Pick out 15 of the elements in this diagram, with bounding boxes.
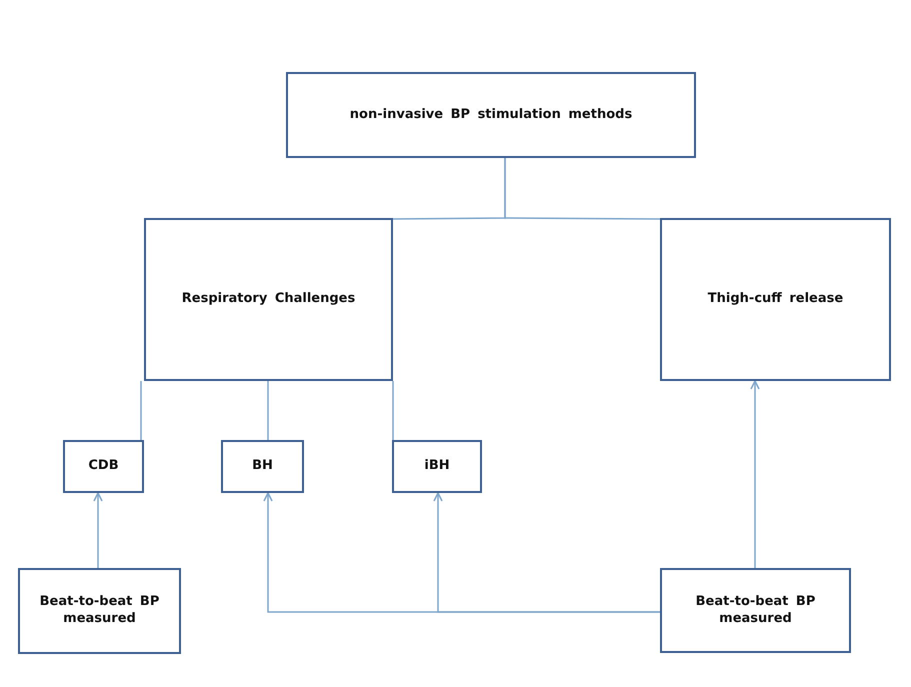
process-box: Beat-to-beat BP measured [660, 568, 851, 653]
arrow [93, 492, 103, 568]
process-box: non-invasive BP stimulation methods [286, 72, 696, 158]
connector-line [267, 381, 269, 440]
process-box: Thigh-cuff release [660, 218, 891, 381]
arrow [433, 492, 660, 613]
process-box: Beat-to-beat BP measured [18, 568, 181, 654]
arrow [750, 380, 760, 568]
process-box: Respiratory Challenges [144, 218, 393, 381]
connector-line [504, 158, 660, 220]
connector-line [392, 381, 394, 440]
process-box: CDB [63, 440, 144, 493]
process-box: BH [221, 440, 304, 493]
connector-line [140, 381, 142, 440]
process-box: iBH [392, 440, 482, 493]
